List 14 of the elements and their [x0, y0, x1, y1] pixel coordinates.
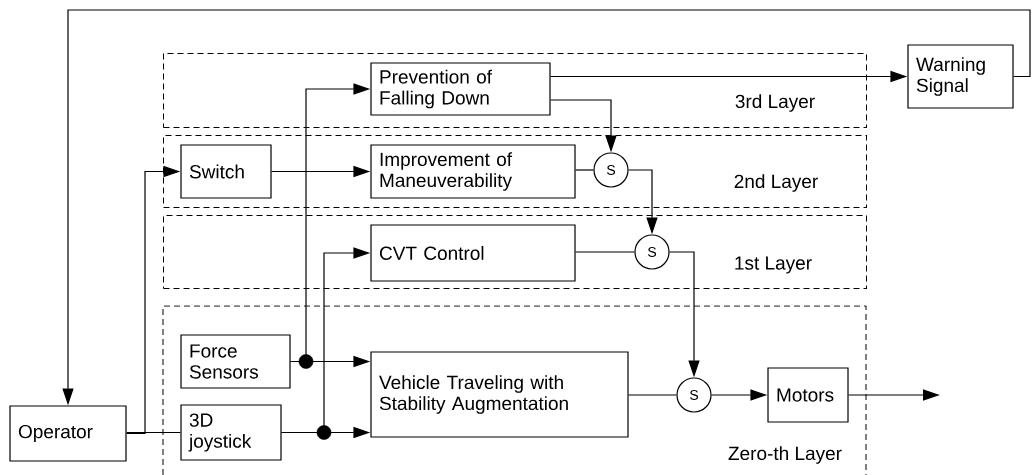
process-box: Warning Signal — [907, 44, 1014, 109]
process-box: Vehicle Traveling with Stability Augmentation — [370, 351, 629, 438]
process-box: CVT Control — [370, 224, 576, 282]
process-box: Improvement of Maneuverability — [370, 144, 576, 199]
connector-line — [575, 251, 635, 253]
process-box: Force Sensors — [180, 334, 291, 389]
process-box: Switch — [180, 144, 272, 199]
process-box: Operator — [9, 405, 127, 462]
process-box: 3D joystick — [180, 404, 282, 461]
connector-line — [575, 169, 594, 171]
process-box: Prevention of Falling Down — [370, 62, 551, 116]
process-box: Motors — [767, 367, 849, 423]
connector-line — [628, 394, 677, 396]
connector-line — [126, 431, 181, 434]
